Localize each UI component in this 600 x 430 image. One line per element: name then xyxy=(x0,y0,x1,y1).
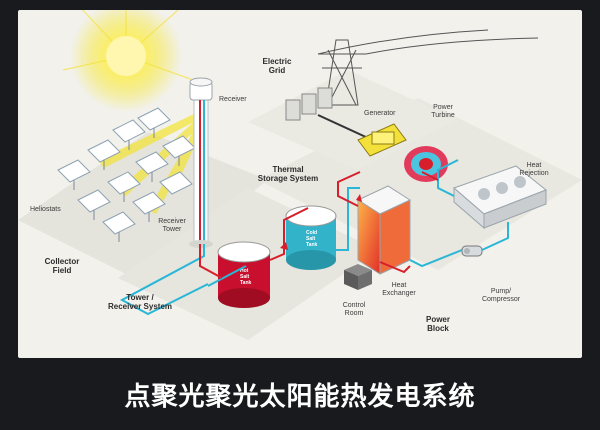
hot-tank-label-line2: Salt xyxy=(240,274,250,280)
pump-compressor xyxy=(461,245,483,257)
hot-salt-tank: Hot Salt Tank xyxy=(217,241,271,308)
label-receiver: Receiver xyxy=(219,96,247,103)
label-pump-compressor: Pump/Compressor xyxy=(481,288,521,303)
cold-tank-label-line1: Cold xyxy=(306,230,317,236)
diagram-illustration: Hot Salt Tank Cold Salt Tank xyxy=(18,10,582,340)
sun-core xyxy=(106,36,146,76)
grid-platform xyxy=(248,70,458,170)
heliostat-array xyxy=(57,107,196,235)
cold-salt-tank: Cold Salt Tank xyxy=(285,205,337,270)
label-generator: Generator xyxy=(364,110,396,117)
caption: 点聚光聚光太阳能热发电系统 xyxy=(124,382,476,412)
heat-rejection-unit xyxy=(453,165,547,230)
power-turbine xyxy=(404,146,448,182)
generator xyxy=(357,123,407,157)
cold-tank-label-line2: Salt xyxy=(306,236,316,242)
diagram-panel: Hot Salt Tank Cold Salt Tank xyxy=(18,10,582,358)
hot-salt-piping xyxy=(199,171,439,279)
transformers xyxy=(285,87,333,121)
cold-salt-piping xyxy=(119,159,509,316)
heliostat-stands xyxy=(73,128,180,242)
hot-tank-label-line1: Hot xyxy=(240,268,249,274)
flow-arrows xyxy=(280,194,362,250)
control-room xyxy=(344,264,372,290)
hot-tank-label-line3: Tank xyxy=(240,280,252,286)
grid-cable xyxy=(317,114,369,139)
hot-tank-label: Hot Salt Tank xyxy=(240,268,252,286)
cold-tank-label-line3: Tank xyxy=(306,242,318,248)
cold-tank-label: Cold Salt Tank xyxy=(306,230,319,248)
label-tower-receiver-system: Tower /Receiver System xyxy=(107,293,173,311)
heat-exchanger xyxy=(356,185,412,275)
label-heliostats: Heliostats xyxy=(30,206,61,213)
electric-grid-pylon xyxy=(317,29,539,106)
